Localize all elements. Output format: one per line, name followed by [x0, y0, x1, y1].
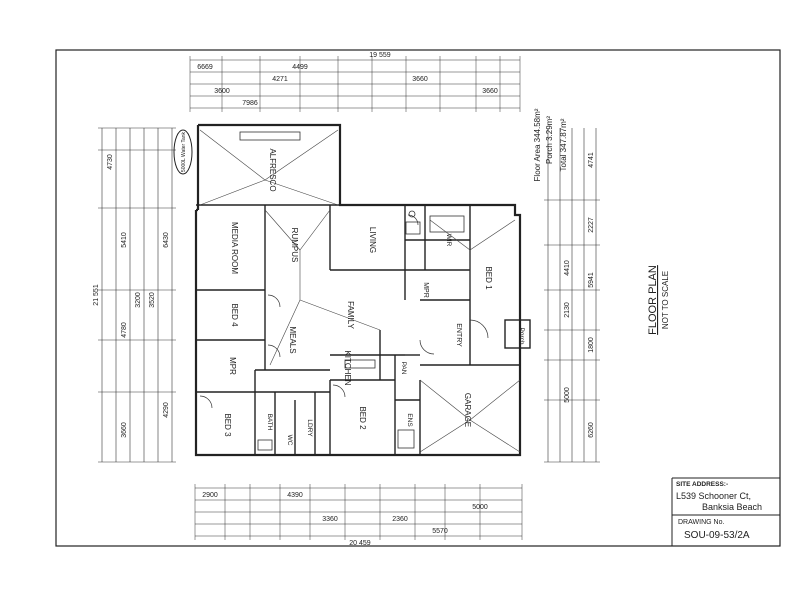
room-pan: PAN	[400, 362, 407, 375]
room-bath: BATH	[266, 414, 273, 431]
dim-bottom-6: 3360	[322, 516, 338, 523]
room-bed2: BED 2	[358, 406, 367, 430]
dim-left-7: 4290	[163, 402, 170, 418]
roof-lines	[199, 129, 521, 453]
dim-top-2: 4499	[292, 64, 308, 71]
dim-left-3: 6430	[163, 232, 170, 248]
room-labels: ALFRESCO MEDIA ROOM RUMPUS LIVING BED 4 …	[223, 148, 525, 445]
dim-top-7: 3660	[482, 88, 498, 95]
room-living: LIVING	[368, 227, 377, 253]
total-area-text: Total 347.87m²	[559, 118, 568, 171]
dimension-labels-left: 4730 5410 6430 3200 3520 4780 4290 3660 …	[93, 154, 170, 438]
dimension-lines	[98, 56, 600, 540]
dim-left-5: 3520	[149, 292, 156, 308]
drawing-number: SOU-09-53/2A	[684, 530, 750, 541]
dim-right-5: 2130	[564, 302, 571, 318]
room-garage: GARAGE	[463, 393, 472, 427]
room-mpr-left: MPR	[228, 357, 237, 375]
dimension-labels-top: 6669 4499 3660 4271 7986 3600 3660 19 55…	[197, 52, 498, 107]
room-mpr-right: MPR	[422, 282, 429, 298]
dim-top-4: 4271	[272, 76, 288, 83]
room-alfresco: ALFRESCO	[268, 148, 277, 191]
dim-left-6: 4780	[121, 322, 128, 338]
dim-left-4: 3200	[135, 292, 142, 308]
dim-top-5: 7986	[242, 100, 258, 107]
room-wc: WC	[286, 435, 293, 446]
dim-bottom-5: 2360	[392, 516, 408, 523]
room-kitchen: KITCHEN	[343, 350, 352, 385]
room-bed3: BED 3	[223, 413, 232, 437]
dim-left-2: 5410	[121, 232, 128, 248]
porch-area-text: Porch 3.29m²	[545, 116, 554, 164]
plan-title-text: FLOOR PLAN	[647, 265, 659, 335]
room-ldry: LDRY	[306, 419, 313, 437]
plan-subtitle-text: NOT TO SCALE	[661, 271, 670, 329]
room-media-room: MEDIA ROOM	[230, 222, 239, 274]
dim-right-3: 4410	[564, 260, 571, 276]
room-ens: ENS	[406, 413, 413, 427]
dim-top-1: 6669	[197, 64, 213, 71]
walls	[194, 123, 522, 457]
dim-left-9: 21 551	[93, 284, 100, 306]
room-entry: ENTRY	[455, 323, 462, 347]
sheet-border	[55, 49, 781, 547]
room-bed4: BED 4	[230, 303, 239, 327]
dim-right-4: 5941	[588, 272, 595, 288]
dim-right-7: 5000	[564, 387, 571, 403]
drawing-number-label: DRAWING No.	[678, 519, 724, 526]
water-tank	[173, 129, 193, 175]
fixtures	[239, 131, 465, 451]
dim-top-6: 3600	[214, 88, 230, 95]
room-wir: WIR	[445, 234, 452, 247]
dim-bottom-3: 5000	[472, 504, 488, 511]
room-rumpus: RUMPUS	[290, 228, 299, 263]
dim-left-1: 4730	[107, 154, 114, 170]
dim-bottom-1: 2900	[202, 492, 218, 499]
room-porch: Porch	[518, 328, 525, 345]
title-block	[671, 477, 780, 546]
dim-bottom-4: 5570	[432, 528, 448, 535]
room-meals: MEALS	[288, 326, 297, 353]
dim-bottom-7: 20 459	[349, 540, 371, 547]
dimension-labels-right: 4741 2227 4410 5941 2130 1800 5000 6260	[564, 152, 595, 438]
site-address-line1: L539 Schooner Ct,	[676, 491, 751, 501]
dim-left-8: 3660	[121, 422, 128, 438]
dim-top-3: 3660	[412, 76, 428, 83]
water-tank-label: 5000L Water Tank	[181, 131, 187, 172]
dim-bottom-2: 4390	[287, 492, 303, 499]
floor-area-note: Floor Area 344.58m² Porch 3.29m² Total 3…	[533, 108, 568, 181]
dimension-labels-bottom: 2900 4390 5000 5570 2360 3360 20 459	[202, 492, 488, 547]
dim-right-8: 6260	[588, 422, 595, 438]
room-family: FAMILY	[346, 301, 355, 330]
dim-right-1: 4741	[588, 152, 595, 168]
dim-right-2: 2227	[588, 217, 595, 233]
floor-area-text: Floor Area 344.58m²	[533, 108, 542, 181]
plan-title: FLOOR PLAN NOT TO SCALE	[647, 265, 670, 335]
site-address-label: SITE ADDRESS:-	[676, 481, 728, 488]
dim-top-8: 19 559	[369, 52, 391, 59]
room-bed1: BED 1	[484, 266, 493, 290]
site-address-line2: Banksia Beach	[702, 502, 762, 512]
dim-right-6: 1800	[588, 337, 595, 353]
